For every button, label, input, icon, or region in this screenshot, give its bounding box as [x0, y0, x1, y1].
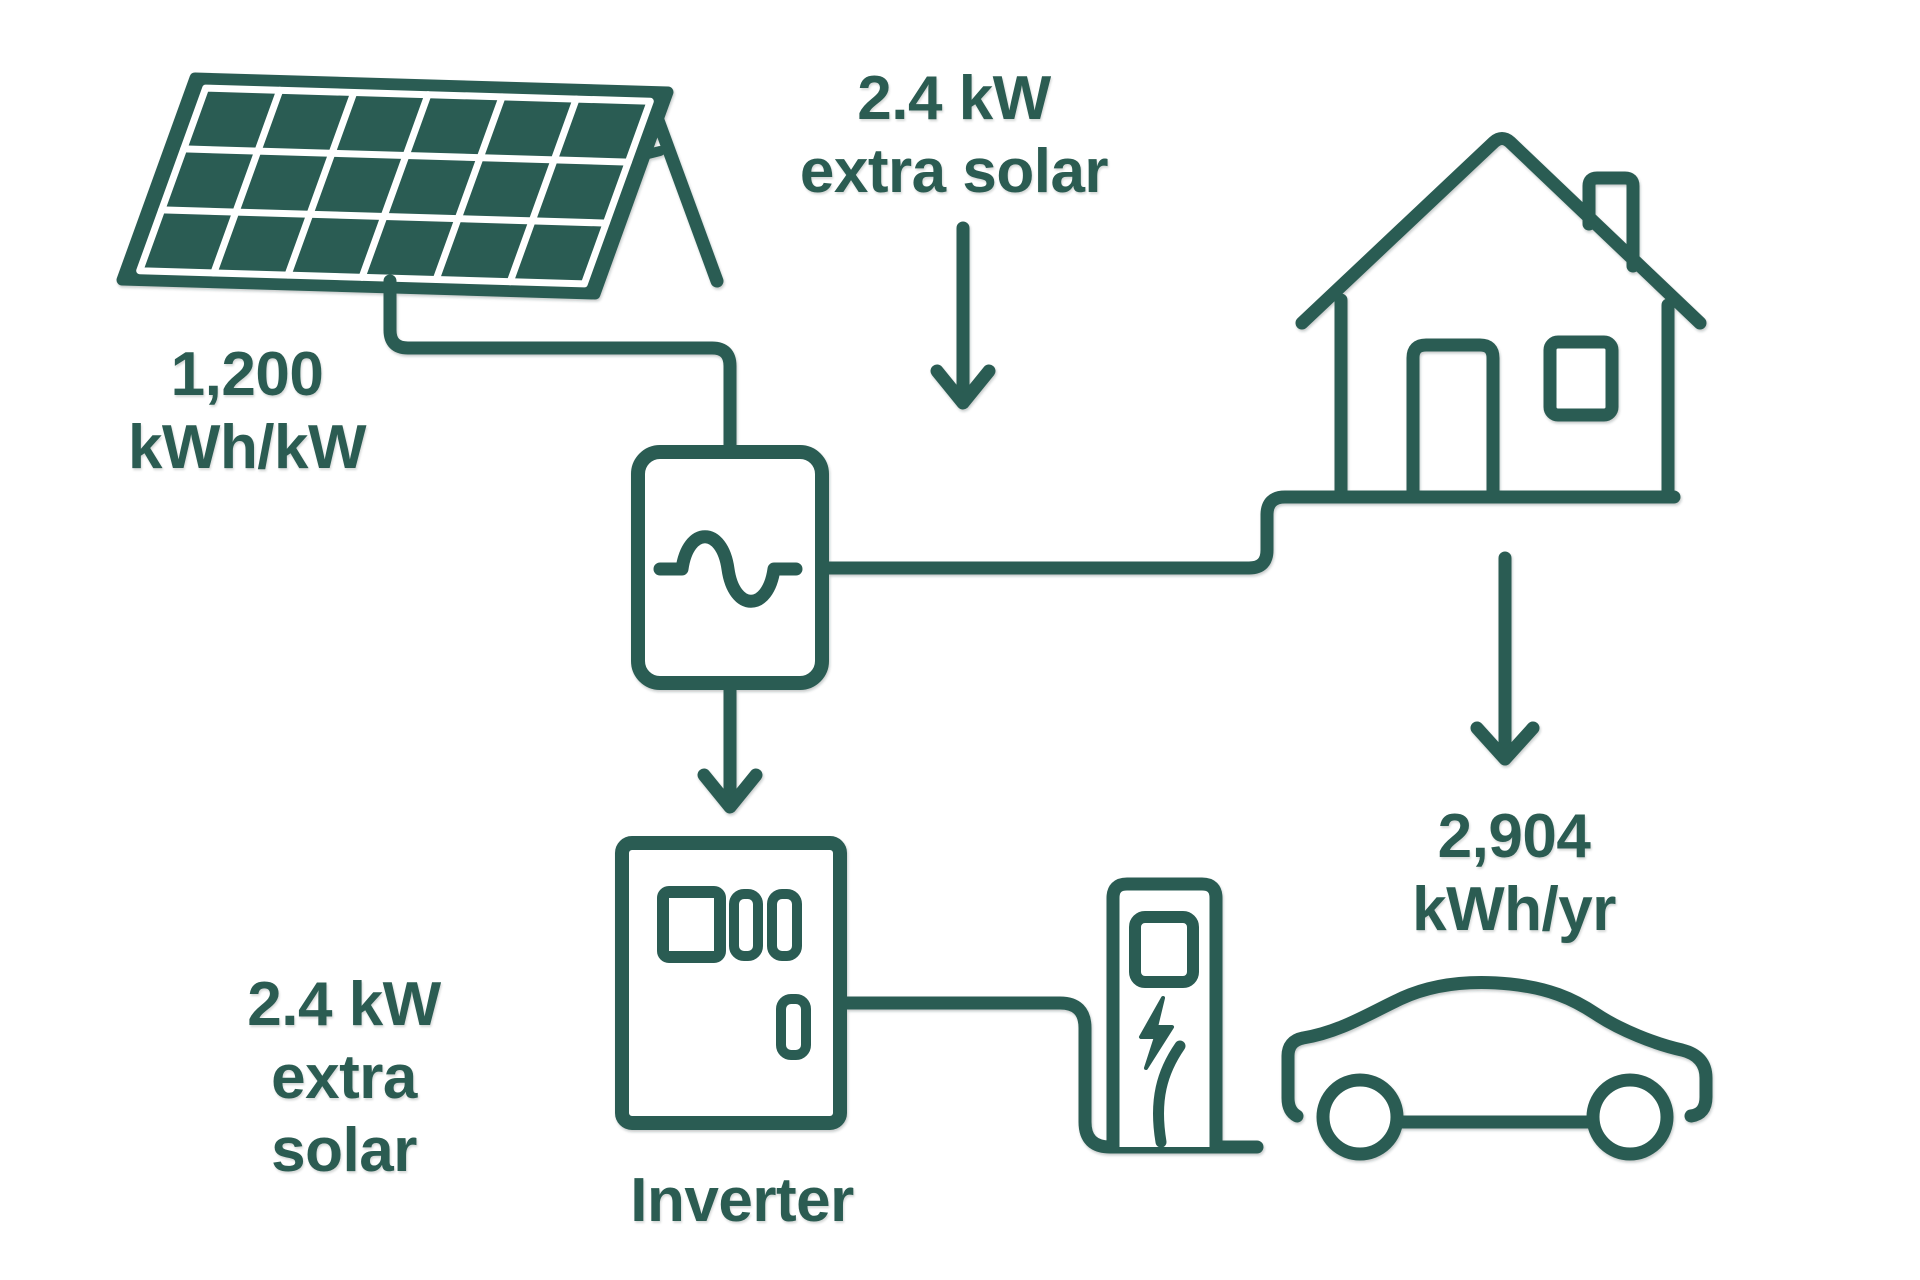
arrow-down-house-to-consumption — [1470, 551, 1540, 766]
wire-panel-to-meter — [383, 274, 737, 459]
inverter-handle-icon — [776, 994, 811, 1060]
ev-charger-icon — [1106, 877, 1223, 1154]
arrow-down-extra-solar-top — [930, 221, 996, 410]
wire-inverter-to-charger — [833, 996, 1264, 1154]
car-wheel-icon — [1316, 1073, 1404, 1161]
wire-meter-to-house — [815, 490, 1681, 575]
panel-stand-leg-icon — [645, 97, 724, 288]
arrow-down-meter-to-inverter — [697, 676, 763, 814]
car-wheel-icon — [1586, 1073, 1674, 1161]
house-icon — [1295, 132, 1707, 504]
inverter-box-icon — [615, 836, 847, 1130]
sine-wave-icon — [653, 530, 803, 608]
inverter-display-icon — [657, 886, 726, 963]
house-door-icon — [1406, 338, 1500, 504]
car-icon — [1281, 976, 1713, 1161]
lightning-bolt-icon — [1139, 996, 1174, 1070]
ac-meter-icon — [631, 445, 829, 690]
house-window-icon — [1543, 335, 1619, 422]
inverter-vent-icon — [729, 889, 763, 961]
charger-cable-icon — [1153, 1040, 1186, 1148]
panel-yield-label: 1,200 kWh/kW — [127, 340, 367, 482]
solar-panel-icon — [122, 78, 717, 294]
car-body — [1281, 976, 1713, 1123]
charger-screen-icon — [1129, 911, 1199, 988]
inverter-label: Inverter — [630, 1166, 854, 1235]
inverter-vent-icon — [767, 889, 802, 961]
house-roof — [1295, 132, 1707, 330]
extra-solar-bottom-label: 2.4 kW extra solar — [247, 970, 441, 1185]
house-chimney-icon — [1582, 171, 1640, 273]
extra-solar-top-label: 2.4 kW extra solar — [799, 64, 1109, 206]
house-consumption-label: 2,904 kWh/yr — [1412, 802, 1616, 944]
